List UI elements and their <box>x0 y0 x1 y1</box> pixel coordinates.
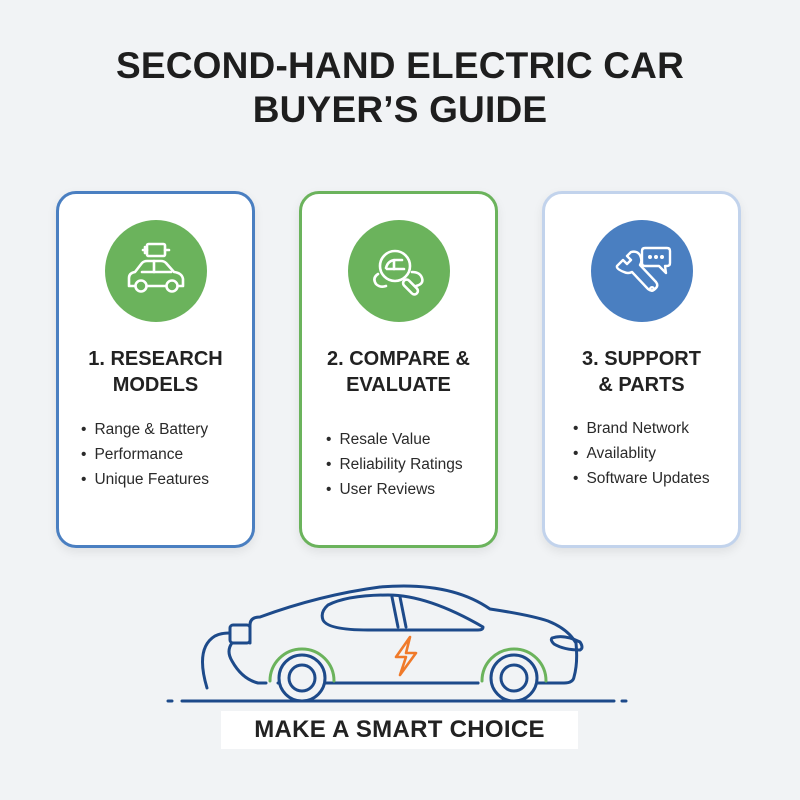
card-title-line: & PARTS <box>598 374 685 396</box>
bullet-list: Resale Value Reliability Ratings User Re… <box>326 427 489 502</box>
bullet-item: Performance <box>81 442 246 467</box>
card-title-line: 2. COMPARE & <box>327 348 470 370</box>
card-title: 2. COMPARE & EVALUATE <box>302 346 495 398</box>
lightning-bolt-icon <box>394 635 418 677</box>
card-title: 1. RESEARCH MODELS <box>59 346 252 398</box>
bullet-item: Unique Features <box>81 467 246 492</box>
title-line-2: BUYER’S GUIDE <box>252 89 548 130</box>
card-research-models: 1. RESEARCH MODELS Range & Battery Perfo… <box>56 191 255 548</box>
bullet-item: Software Updates <box>573 466 732 491</box>
bullet-list: Brand Network Availablity Software Updat… <box>573 416 732 491</box>
card-title-line: 3. SUPPORT <box>582 348 701 370</box>
bullet-item: Reliability Ratings <box>326 452 489 477</box>
bullet-item: User Reviews <box>326 477 489 502</box>
card-title-line: EVALUATE <box>346 374 451 396</box>
bullet-list: Range & Battery Performance Unique Featu… <box>81 417 246 492</box>
card-title-line: MODELS <box>112 374 199 396</box>
card-compare-evaluate: 2. COMPARE & EVALUATE Resale Value Relia… <box>299 191 498 548</box>
card-title-line: 1. RESEARCH <box>88 348 223 370</box>
car-battery-icon <box>104 220 207 322</box>
bullet-item: Resale Value <box>326 427 489 452</box>
electric-car-plug-icon <box>160 575 640 710</box>
card-support-parts: 3. SUPPORT & PARTS Brand Network Availab… <box>542 191 741 548</box>
page-title: SECOND-HAND ELECTRIC CAR BUYER’S GUIDE <box>0 44 800 132</box>
bullet-item: Range & Battery <box>81 417 246 442</box>
card-title: 3. SUPPORT & PARTS <box>545 346 738 398</box>
wrench-chat-icon <box>590 220 693 322</box>
bullet-item: Availablity <box>573 441 732 466</box>
bullet-item: Brand Network <box>573 416 732 441</box>
magnifier-car-icon <box>347 220 450 322</box>
smart-choice-banner: MAKE A SMART CHOICE <box>221 711 578 749</box>
title-line-1: SECOND-HAND ELECTRIC CAR <box>115 45 685 86</box>
